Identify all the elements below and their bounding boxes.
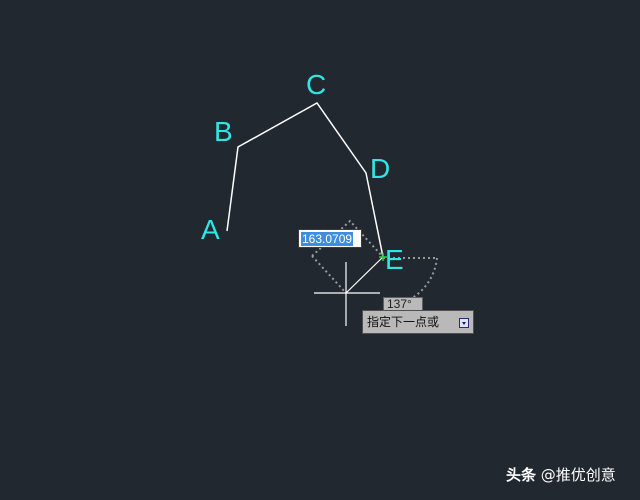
point-label-c: C bbox=[306, 69, 327, 100]
distance-value[interactable]: 163.0709 bbox=[301, 232, 354, 246]
point-label-e: E bbox=[385, 244, 404, 275]
watermark-author: @推优创意 bbox=[540, 466, 616, 484]
point-label-d: D bbox=[370, 153, 391, 184]
down-arrow-icon[interactable] bbox=[459, 318, 469, 328]
angle-tooltip: 137° bbox=[383, 297, 423, 311]
prompt-text: 指定下一点或 bbox=[367, 315, 440, 329]
distance-input[interactable]: 163.0709 bbox=[298, 229, 362, 248]
watermark-brand: 头条 bbox=[506, 466, 537, 484]
angle-arc bbox=[389, 257, 438, 307]
crosshair-cursor-icon bbox=[314, 262, 380, 326]
watermark: 头条 @推优创意 bbox=[506, 465, 616, 485]
point-label-b: B bbox=[214, 116, 233, 147]
dimension-extension-line bbox=[311, 255, 347, 294]
command-prompt-tooltip: 指定下一点或 bbox=[362, 310, 474, 334]
rubberband-line bbox=[345, 256, 384, 294]
snap-marker-icon bbox=[379, 253, 387, 261]
dimension-extension-arc bbox=[311, 219, 384, 258]
point-label-a: A bbox=[201, 214, 220, 245]
polyline-abcde bbox=[226, 102, 384, 258]
